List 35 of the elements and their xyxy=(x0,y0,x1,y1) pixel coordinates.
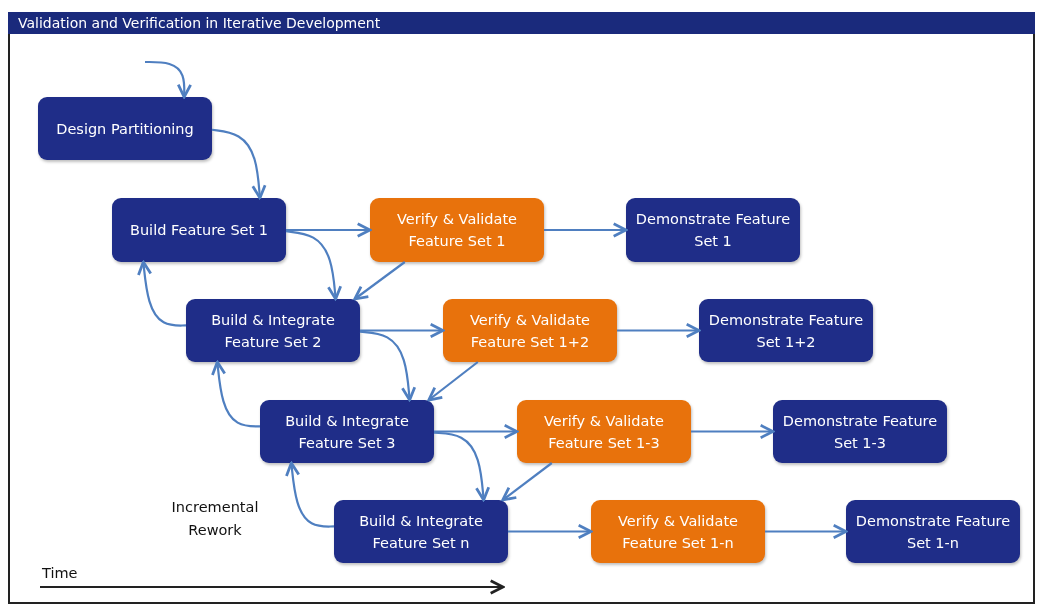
axis-label: Time xyxy=(42,564,79,583)
verify-step-box: Verify & Validate Feature Set 1 xyxy=(370,198,544,262)
arrow xyxy=(501,462,553,502)
arrow xyxy=(544,222,628,238)
arrow xyxy=(285,230,343,301)
process-box: Build & Integrate Feature Set 3 xyxy=(260,400,434,463)
arrow xyxy=(145,60,192,99)
verify-step-box: Verify & Validate Feature Set 1-3 xyxy=(517,400,691,463)
arrow xyxy=(286,222,372,238)
process-box: Demonstrate Feature Set 1+2 xyxy=(699,299,873,362)
title-bar: Validation and Verification in Iterative Development xyxy=(8,12,1035,34)
arrow xyxy=(427,361,479,402)
arrow xyxy=(353,261,406,301)
arrow xyxy=(211,128,267,200)
process-box: Design Partitioning xyxy=(38,97,212,160)
arrow xyxy=(137,260,186,327)
arrow xyxy=(285,461,334,528)
process-box: Demonstrate Feature Set 1-3 xyxy=(773,400,947,463)
arrow xyxy=(211,360,260,428)
verify-step-box: Verify & Validate Feature Set 1-n xyxy=(591,500,765,563)
arrow xyxy=(360,322,445,339)
process-box: Demonstrate Feature Set 1 xyxy=(626,198,800,262)
arrow xyxy=(617,322,701,339)
note-text: Incremental Rework xyxy=(170,498,260,540)
process-box: Build Feature Set 1 xyxy=(112,198,286,262)
process-box: Build & Integrate Feature Set n xyxy=(334,500,508,563)
arrow xyxy=(359,330,417,402)
arrow xyxy=(434,423,519,440)
arrow xyxy=(765,523,848,540)
arrow xyxy=(508,523,593,540)
process-box: Build & Integrate Feature Set 2 xyxy=(186,299,360,362)
process-box: Demonstrate Feature Set 1-n xyxy=(846,500,1020,563)
arrow xyxy=(433,431,491,502)
arrow xyxy=(691,423,775,440)
verify-step-box: Verify & Validate Feature Set 1+2 xyxy=(443,299,617,362)
